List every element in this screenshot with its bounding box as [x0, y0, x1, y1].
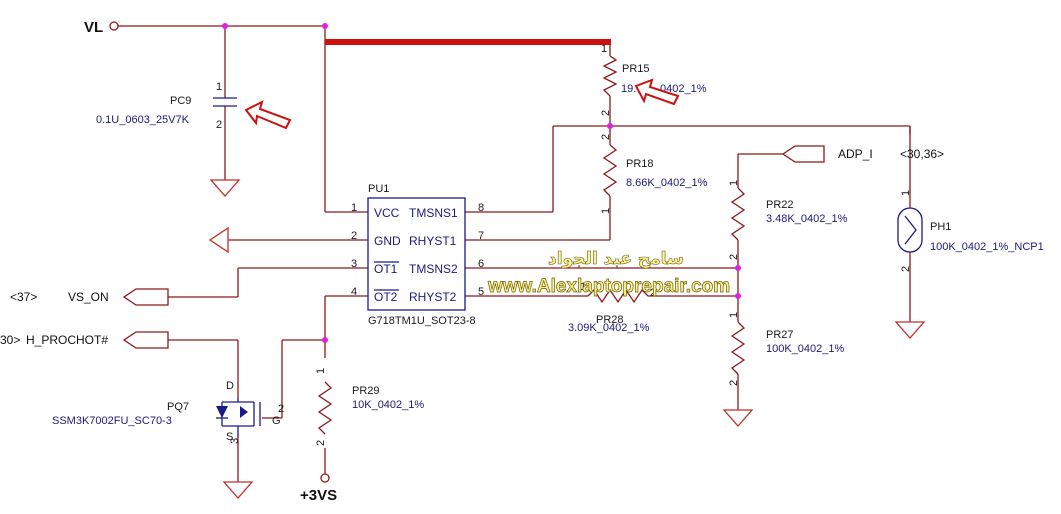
svg-text:OT2: OT2: [374, 290, 398, 304]
svg-text:RHYST2: RHYST2: [409, 290, 457, 304]
ground-symbol-pr27: [722, 409, 754, 427]
svg-text:1: 1: [601, 43, 607, 55]
svg-text:TMSNS1: TMSNS1: [409, 206, 458, 220]
watermark-url: www.Alexlaptoprepair.com: [487, 276, 730, 297]
svg-text:8: 8: [478, 202, 484, 214]
wires: [118, 25, 911, 482]
pr27-value: 100K_0402_1%: [766, 343, 845, 355]
vs-on-net: <37> VS_ON: [10, 288, 169, 306]
annotation-arrow-pc9: [244, 100, 292, 130]
svg-text:2: 2: [728, 254, 740, 260]
junction-dots: [222, 23, 741, 343]
pc9-ref: PC9: [170, 95, 191, 107]
h-prochot-net: 30> H_PROCHOT#: [0, 331, 169, 349]
svg-text:G: G: [272, 415, 281, 427]
ground-symbol-pq7: [222, 481, 254, 499]
svg-text:2: 2: [650, 287, 656, 299]
v3-connector: [320, 473, 330, 483]
svg-text:2: 2: [351, 230, 357, 242]
pr18-ref: PR18: [626, 158, 654, 170]
capacitor-pc9: 1 2 PC9 0.1U_0603_25V7K: [96, 81, 241, 197]
adp-i-net: ADP_I <30,36>: [781, 145, 944, 163]
vl-connector: [109, 21, 119, 31]
svg-text:3: 3: [229, 438, 241, 444]
ph1-value: 100K_0402_1%_NCP1: [930, 241, 1044, 253]
ground-symbol-pu1: [208, 226, 229, 254]
svg-text:TMSNS2: TMSNS2: [409, 262, 458, 276]
resistor-pr22: 1 2 PR22 3.48K_0402_1%: [728, 180, 848, 260]
svg-text:3: 3: [351, 258, 357, 270]
adp-i-label: ADP_I: [838, 147, 873, 161]
ph1-ref: PH1: [930, 221, 951, 233]
mosfet-pq7: D S 3 2 G PQ7 SSM3K7002FU_SC70-3: [52, 380, 284, 499]
highlight-bar: [325, 39, 611, 45]
resistor-pr15: 1 2 PR15 19. 0402_1%: [600, 43, 707, 116]
pr28-ref: PR28: [596, 314, 624, 326]
resistor-pr18: 2 1 PR18 8.66K_0402_1%: [600, 134, 708, 214]
resistor-pr28: 1 2 PR28 3.09K_0402_1%: [568, 281, 668, 334]
vs-on-connector: [122, 288, 169, 306]
pr18-value: 8.66K_0402_1%: [626, 177, 708, 189]
pq7-value: SSM3K7002FU_SC70-3: [52, 415, 172, 427]
svg-text:1: 1: [216, 81, 222, 93]
svg-text:2: 2: [600, 134, 612, 140]
v3-label: +3VS: [300, 487, 337, 504]
h-prochot-connector: [122, 331, 169, 349]
svg-text:RHYST1: RHYST1: [409, 234, 457, 248]
pr29-value: 10K_0402_1%: [352, 399, 424, 411]
pq7-ref: PQ7: [167, 401, 189, 413]
svg-text:6: 6: [478, 258, 484, 270]
annotation-arrow-pr15: [634, 78, 680, 106]
vs-on-label: VS_ON: [68, 290, 109, 304]
h-prochot-label: H_PROCHOT#: [26, 333, 108, 347]
h-prochot-sheetref: 30>: [0, 333, 20, 347]
svg-text:D: D: [226, 380, 234, 392]
pr29-ref: PR29: [352, 385, 380, 397]
svg-text:GND: GND: [374, 234, 401, 248]
svg-text:OT1: OT1: [374, 262, 398, 276]
ic-pu1: PU1 G718TM1U_SOT23-8 1 2 3 4 VCC GND OT1…: [351, 183, 484, 327]
svg-text:1: 1: [580, 281, 586, 293]
svg-text:2: 2: [315, 440, 327, 446]
svg-text:5: 5: [478, 286, 484, 298]
pr15-ref: PR15: [622, 63, 650, 75]
ground-symbol-ph1: [894, 321, 926, 339]
svg-text:1: 1: [315, 368, 327, 374]
pu1-part: G718TM1U_SOT23-8: [368, 315, 476, 327]
svg-text:2: 2: [900, 266, 912, 272]
pr22-ref: PR22: [766, 199, 794, 211]
svg-text:2: 2: [278, 403, 284, 415]
pr22-value: 3.48K_0402_1%: [766, 213, 848, 225]
pr28-value: 3.09K_0402_1%: [568, 322, 650, 334]
svg-text:1: 1: [900, 190, 912, 196]
svg-text:1: 1: [600, 208, 612, 214]
pr15-value-tail: 0402_1%: [660, 83, 707, 95]
pc9-value: 0.1U_0603_25V7K: [96, 114, 190, 126]
resistor-pr27: 1 2 PR27 100K_0402_1%: [722, 312, 845, 427]
svg-text:7: 7: [478, 230, 484, 242]
watermark-arabic: سامح عبد الجواد: [548, 249, 684, 269]
svg-text:1: 1: [351, 202, 357, 214]
svg-text:VCC: VCC: [374, 206, 400, 220]
svg-text:2: 2: [600, 110, 612, 116]
adp-i-connector: [781, 145, 825, 163]
svg-text:2: 2: [728, 380, 740, 386]
svg-text:S: S: [226, 431, 233, 443]
svg-text:1: 1: [728, 180, 740, 186]
watermark: سامح عبد الجواد www.Alexlaptoprepair.com: [487, 249, 731, 298]
ground-symbol-pc9: [209, 179, 241, 197]
adp-i-sheetref: <30,36>: [900, 147, 944, 161]
thermistor-ph1: 1 2 PH1 100K_0402_1%_NCP1: [894, 126, 1044, 339]
svg-text:4: 4: [351, 286, 357, 298]
vl-net: VL: [84, 19, 119, 36]
svg-text:1: 1: [728, 312, 740, 318]
pr15-value-head: 19.: [621, 83, 636, 95]
svg-text:2: 2: [216, 119, 222, 131]
pu1-ref: PU1: [368, 183, 389, 195]
pr27-ref: PR27: [766, 329, 794, 341]
vs-on-sheetref: <37>: [10, 290, 37, 304]
vl-label: VL: [84, 19, 103, 36]
resistor-pr29: 1 2 PR29 10K_0402_1% +3VS: [300, 368, 424, 504]
